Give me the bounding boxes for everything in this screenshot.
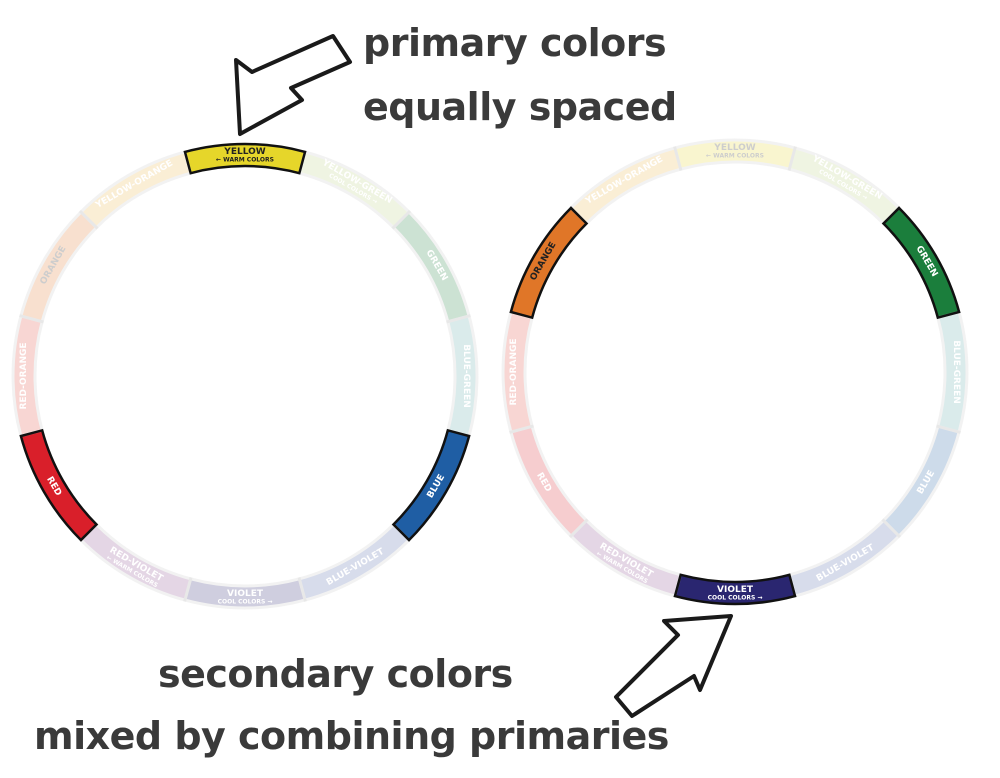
segment-green: GREEN xyxy=(391,209,471,324)
segment-fill xyxy=(674,574,796,604)
segment-label-violet: VIOLET xyxy=(227,589,264,599)
secondary-pointer-arrow-icon xyxy=(614,614,733,718)
segment-blue: BLUE xyxy=(393,430,470,541)
segment-blue-violet: BLUE-VIOLET xyxy=(297,522,412,602)
highlight-border-violet xyxy=(673,573,797,606)
highlight-border-orange xyxy=(509,206,589,320)
segment-orange: ORANGE xyxy=(19,209,99,324)
segment-red-orange: RED-ORANGE xyxy=(11,314,44,438)
segment-fill xyxy=(936,310,969,434)
segment-fill xyxy=(673,138,797,171)
segment-label-yellow: YELLOW xyxy=(713,143,755,153)
primary-pointer-arrow-icon xyxy=(234,34,352,136)
segment-blue-green: BLUE-GREEN xyxy=(446,314,479,438)
segment-fill xyxy=(20,430,97,541)
segment-fill xyxy=(391,209,471,324)
segment-label-red-orange: RED-ORANGE xyxy=(19,342,29,409)
secondary-caption-line2: mixed by combining primaries xyxy=(34,714,669,758)
segment-blue-violet: BLUE-VIOLET xyxy=(787,518,902,598)
segment-label-yellow-orange: YELLOW-ORANGE xyxy=(93,158,175,211)
segment-sublabel-yellow: ← WARM COLORS xyxy=(706,153,764,160)
segment-fill xyxy=(11,314,44,438)
segment-fill xyxy=(183,577,307,610)
segment-orange: ORANGE xyxy=(510,207,587,318)
segment-label-red-orange: RED-ORANGE xyxy=(509,338,519,405)
segment-sublabel-violet: COOL COLORS → xyxy=(218,599,273,606)
segment-fill xyxy=(19,209,99,324)
highlight-border-red xyxy=(19,428,99,542)
segment-fill xyxy=(297,150,412,230)
segment-blue-green: BLUE-GREEN xyxy=(936,310,969,434)
highlight-border-yellow xyxy=(183,142,307,175)
segment-red-violet: RED-VIOLET← WARM COLORS xyxy=(568,518,683,598)
segment-fill xyxy=(393,430,470,541)
segment-sublabel-violet: COOL COLORS → xyxy=(708,595,763,602)
segment-red: RED xyxy=(20,430,97,541)
segment-sublabel-yellow: ← WARM COLORS xyxy=(216,157,274,164)
segment-fill xyxy=(78,150,193,230)
primary-caption-line2: equally spaced xyxy=(363,85,677,129)
segment-red-orange: RED-ORANGE xyxy=(501,310,534,434)
segment-fill xyxy=(568,518,683,598)
segment-yellow: YELLOW← WARM COLORS xyxy=(184,144,306,174)
segment-fill xyxy=(510,207,587,318)
segment-yellow-orange: YELLOW-ORANGE xyxy=(78,150,193,230)
segment-yellow-orange: YELLOW-ORANGE xyxy=(568,146,683,226)
segment-fill xyxy=(509,424,589,539)
segment-fill xyxy=(184,144,306,174)
segment-red: RED xyxy=(509,424,589,539)
segment-label-blue-green: BLUE-GREEN xyxy=(951,340,961,404)
segment-yellow: YELLOW← WARM COLORS xyxy=(673,138,797,171)
segment-fill xyxy=(881,424,961,539)
segment-fill xyxy=(297,522,412,602)
highlight-border-blue xyxy=(391,428,471,542)
segment-blue: BLUE xyxy=(881,424,961,539)
segment-fill xyxy=(568,146,683,226)
secondary-caption-line1: secondary colors xyxy=(158,652,513,696)
segment-fill xyxy=(883,207,960,318)
segment-label-blue-green: BLUE-GREEN xyxy=(461,344,471,408)
highlight-border-green xyxy=(881,206,961,320)
segment-label-yellow-orange: YELLOW-ORANGE xyxy=(583,154,665,207)
segment-green: GREEN xyxy=(883,207,960,318)
primary-caption-line1: primary colors xyxy=(363,21,667,65)
segment-label-violet: VIOLET xyxy=(717,585,754,595)
segment-label-yellow: YELLOW xyxy=(223,147,265,157)
segment-red-violet: RED-VIOLET← WARM COLORS xyxy=(78,522,193,602)
